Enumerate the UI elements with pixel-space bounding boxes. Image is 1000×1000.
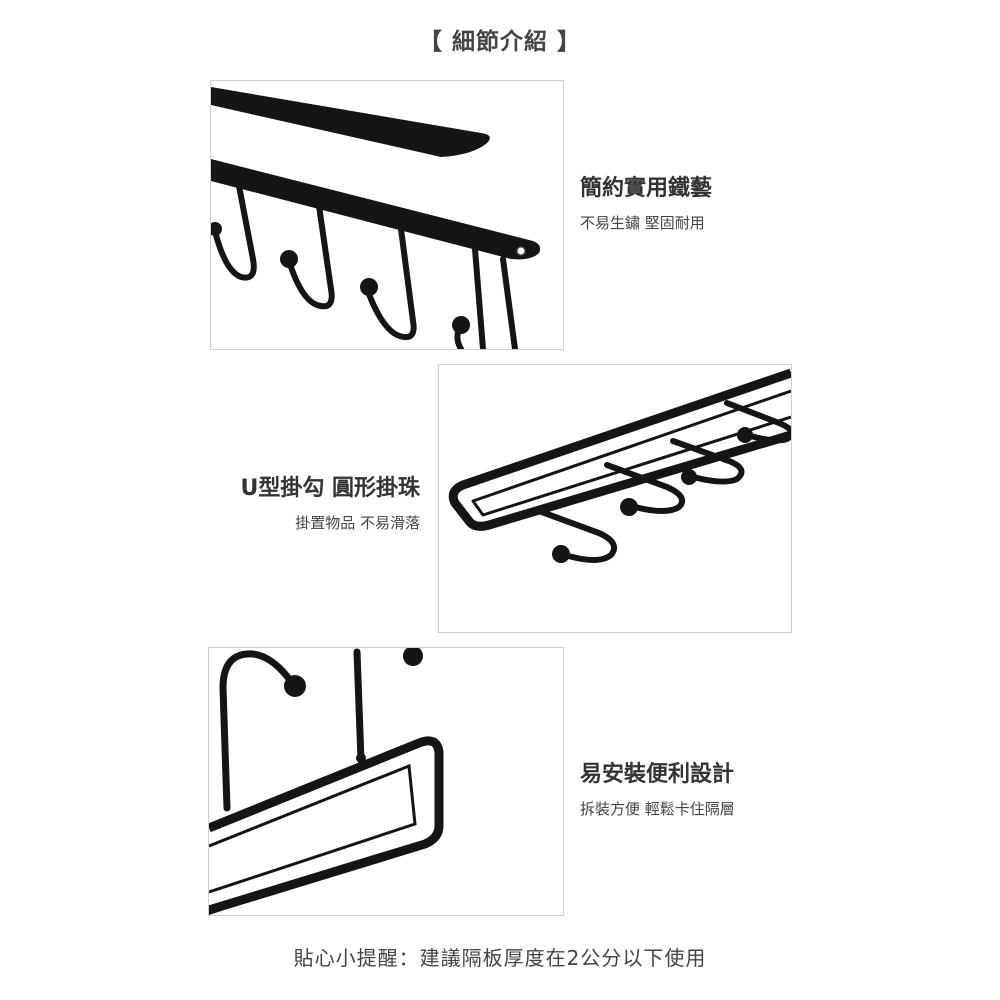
- feature-block-u-hook: U型掛勾 圓形掛珠 掛置物品 不易滑落: [240, 470, 420, 533]
- feature-title: 易安裝便利設計: [580, 762, 735, 787]
- feature-block-easy-install: 易安裝便利設計 拆裝方便 輕鬆卡住隔層: [580, 756, 735, 819]
- hook-rack-illustration-1: [211, 87, 541, 349]
- feature-subtitle: 拆裝方便 輕鬆卡住隔層: [580, 800, 735, 818]
- feature-subtitle: 掛置物品 不易滑落: [295, 514, 420, 532]
- product-photo-top-hooks: [210, 80, 564, 350]
- product-photo-clamp-end: [208, 647, 564, 916]
- hook-rack-illustration-3: [209, 648, 444, 915]
- footer-tip: 貼心小提醒：建議隔板厚度在2公分以下使用: [293, 946, 707, 970]
- hook-rack-illustration-2: [448, 368, 791, 563]
- feature-block-iron-craft: 簡約實用鐵藝 不易生鏽 堅固耐用: [580, 170, 712, 233]
- feature-subtitle: 不易生鏽 堅固耐用: [580, 214, 705, 232]
- product-photo-u-hooks: [438, 364, 792, 633]
- feature-title: 簡約實用鐵藝: [580, 176, 713, 201]
- page-title: 【 細節介紹 】: [418, 29, 581, 55]
- feature-title: U型掛勾 圓形掛珠: [240, 476, 420, 501]
